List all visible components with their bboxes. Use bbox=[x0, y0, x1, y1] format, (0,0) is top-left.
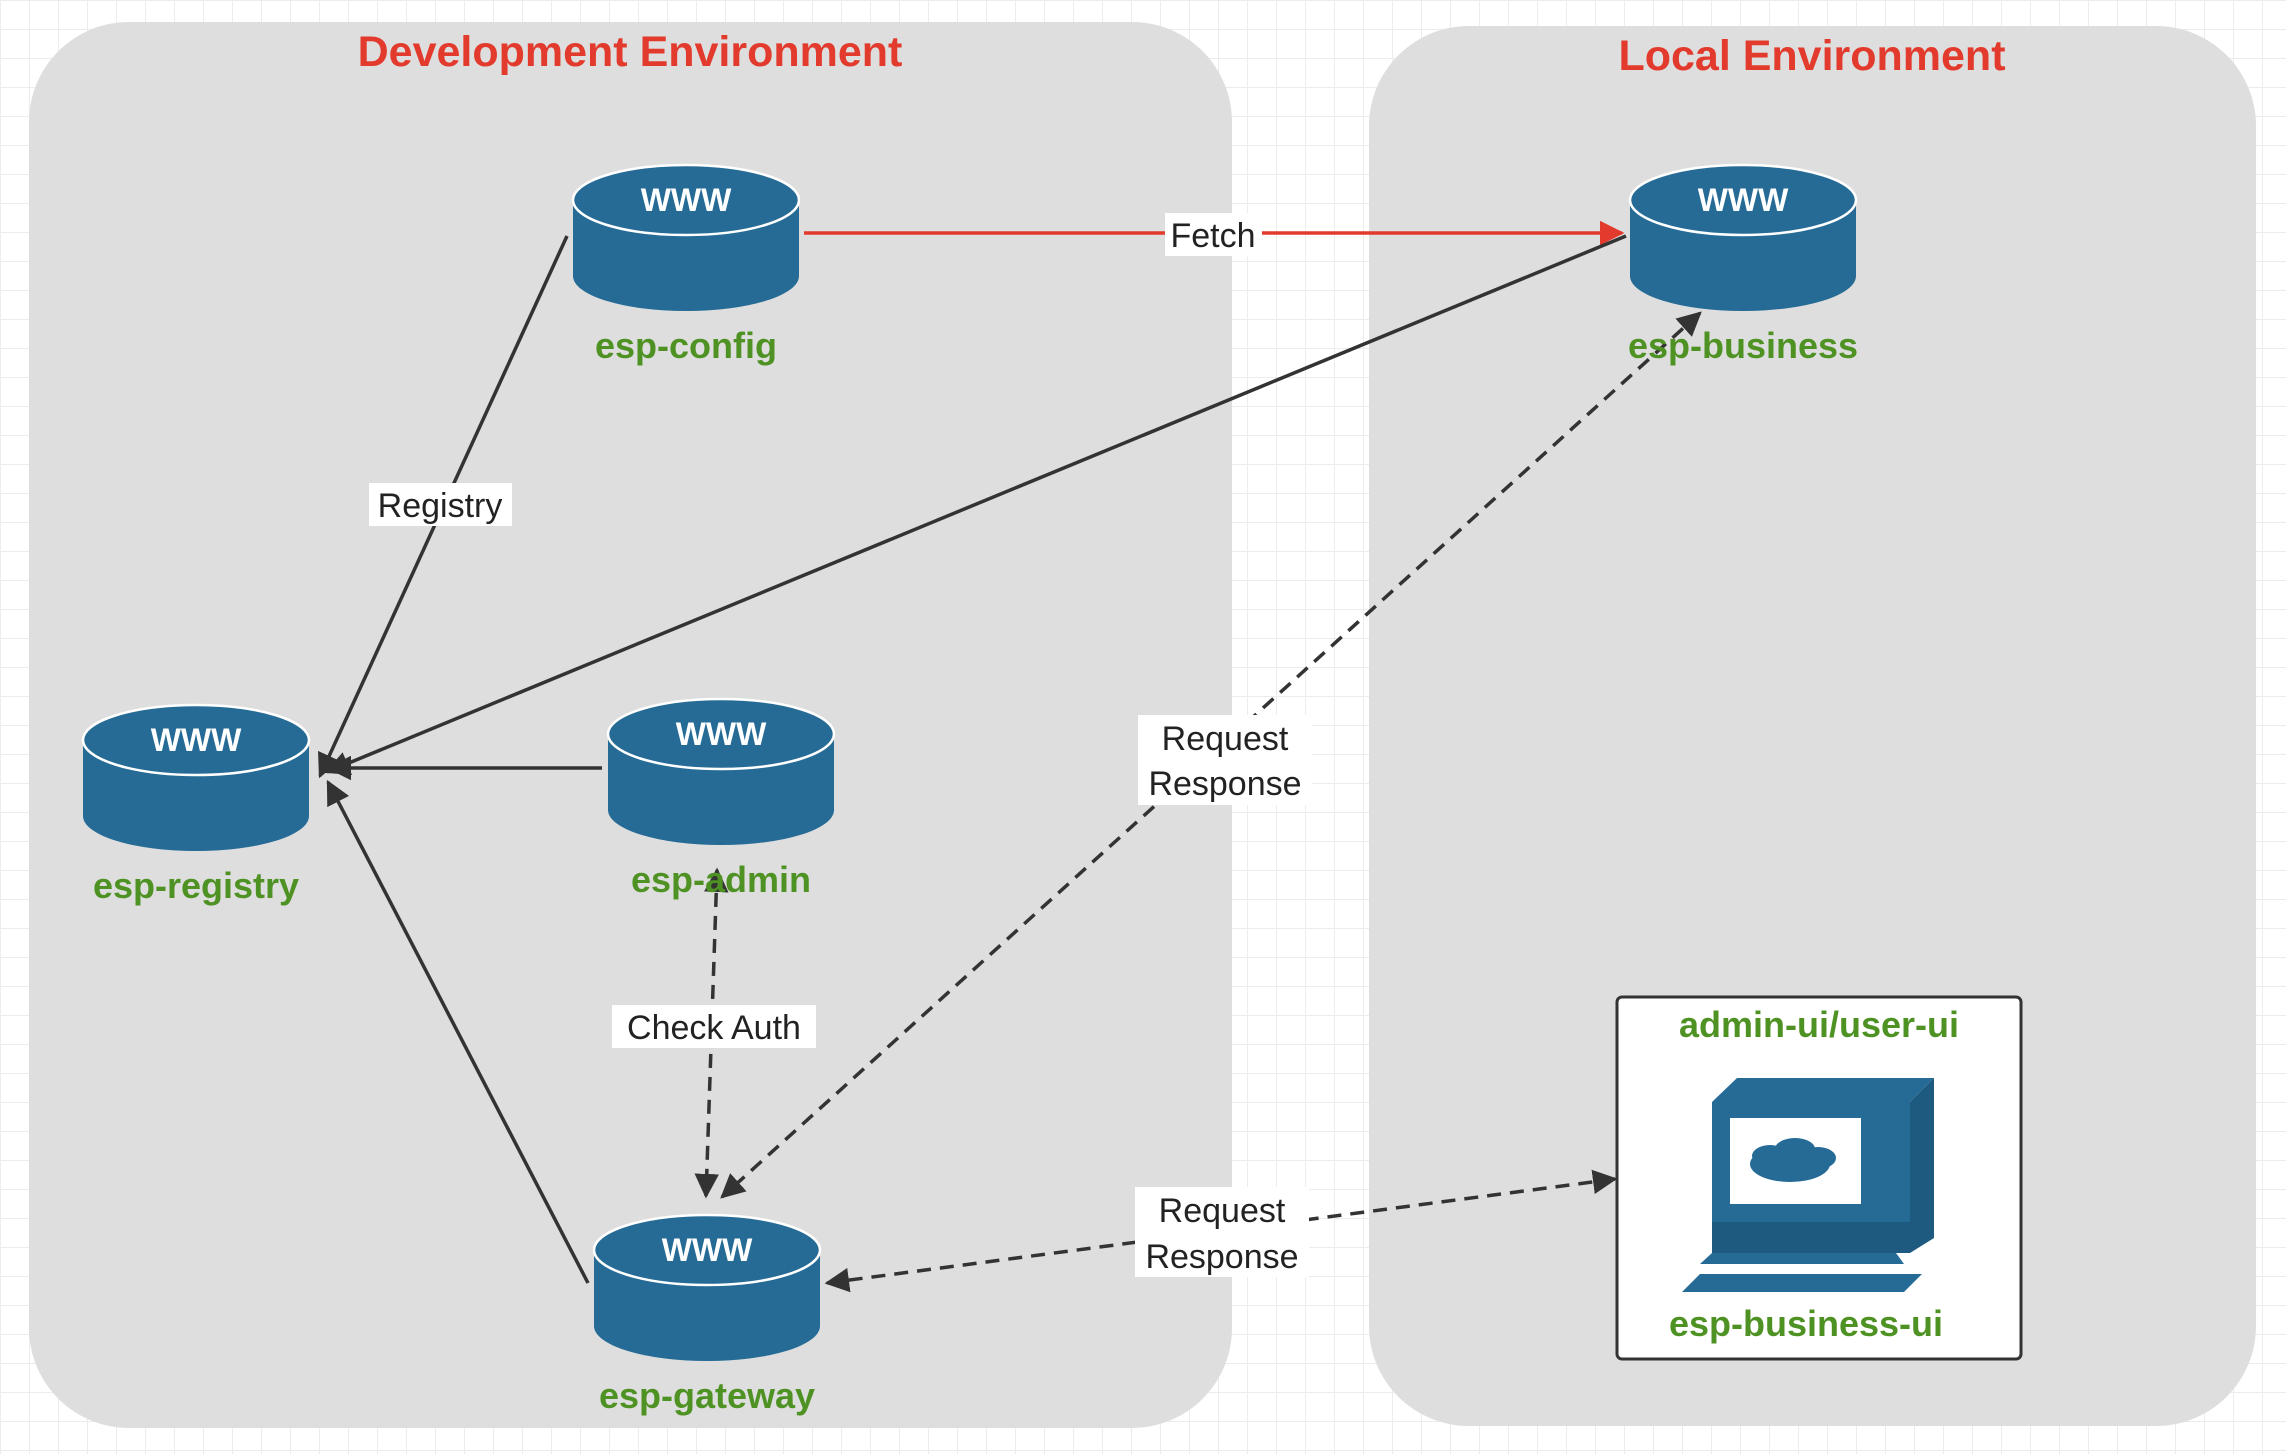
ui-group-title: admin-ui/user-ui bbox=[1679, 1004, 1959, 1045]
esp-gateway-label: esp-gateway bbox=[599, 1375, 815, 1416]
server-database-icon bbox=[1628, 163, 1858, 311]
esp-business-label: esp-business bbox=[1628, 325, 1858, 366]
gateway-ui-label-bg bbox=[1135, 1187, 1309, 1277]
esp-admin-icon-text: WWW bbox=[676, 716, 767, 752]
node-esp-business: WWW esp-business bbox=[1628, 163, 1858, 366]
computer-terminal-icon bbox=[1682, 1078, 1934, 1292]
gateway-business-edge bbox=[720, 311, 1702, 1199]
node-esp-admin: WWW esp-admin bbox=[606, 697, 836, 900]
check-auth-label-bg bbox=[612, 1005, 816, 1048]
esp-business-icon-text: WWW bbox=[1698, 182, 1789, 218]
registry-label: Registry bbox=[378, 487, 503, 525]
server-database-icon bbox=[592, 1213, 822, 1361]
esp-registry-label: esp-registry bbox=[93, 865, 299, 906]
esp-gateway-icon-text: WWW bbox=[662, 1232, 753, 1268]
fetch-label-bg bbox=[1165, 213, 1262, 256]
node-esp-registry: WWW esp-registry bbox=[81, 703, 311, 906]
node-esp-gateway: WWW esp-gateway bbox=[592, 1213, 822, 1416]
server-database-icon bbox=[606, 697, 836, 845]
gateway-registry-edge bbox=[326, 779, 590, 1284]
server-database-icon bbox=[571, 163, 801, 311]
esp-business-ui-label: esp-business-ui bbox=[1669, 1303, 1943, 1344]
check-auth-label: Check Auth bbox=[627, 1009, 801, 1047]
esp-admin-label: esp-admin bbox=[631, 859, 811, 900]
gateway-ui-label-request: Request bbox=[1159, 1192, 1286, 1230]
gateway-business-label-response: Response bbox=[1148, 765, 1301, 803]
local-environment-title: Local Environment bbox=[1618, 32, 2005, 80]
edge-labels: Fetch Registry Check Auth Request Respon… bbox=[369, 213, 1312, 1277]
node-esp-config: WWW esp-config bbox=[571, 163, 801, 366]
gateway-business-label-request: Request bbox=[1162, 720, 1289, 758]
esp-registry-icon-text: WWW bbox=[151, 722, 242, 758]
gateway-business-label-bg bbox=[1138, 715, 1312, 805]
fetch-label: Fetch bbox=[1170, 217, 1255, 255]
registry-label-bg bbox=[369, 483, 512, 526]
esp-config-icon-text: WWW bbox=[641, 182, 732, 218]
esp-config-label: esp-config bbox=[595, 325, 777, 366]
gateway-ui-label-response: Response bbox=[1145, 1238, 1298, 1276]
server-database-icon bbox=[81, 703, 311, 851]
development-environment-title: Development Environment bbox=[358, 28, 903, 76]
node-esp-business-ui: admin-ui/user-ui esp-business-ui bbox=[1615, 995, 2023, 1361]
